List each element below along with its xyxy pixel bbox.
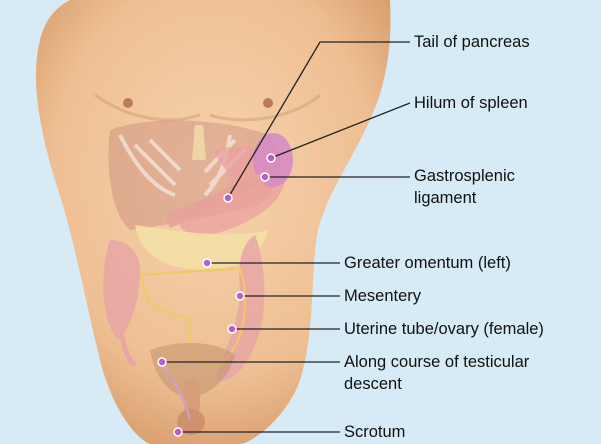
label-tail-of-pancreas: Tail of pancreas	[414, 32, 530, 52]
marker-gastrosplenic	[261, 173, 269, 181]
label-mesentery: Mesentery	[344, 286, 421, 306]
label-scrotum: Scrotum	[344, 422, 405, 442]
marker-mesentery	[236, 292, 244, 300]
right-nipple	[263, 98, 273, 108]
marker-scrotum	[174, 428, 182, 436]
marker-tail-of-pancreas	[224, 194, 232, 202]
marker-uterine-tube	[228, 325, 236, 333]
label-testicular-line1: Along course of testicular	[344, 352, 529, 372]
label-hilum-of-spleen: Hilum of spleen	[414, 93, 528, 113]
marker-hilum-of-spleen	[267, 154, 275, 162]
left-nipple	[123, 98, 133, 108]
marker-testicular	[158, 358, 166, 366]
label-greater-omentum: Greater omentum (left)	[344, 253, 511, 273]
label-gastrosplenic-line1: Gastrosplenic	[414, 166, 515, 186]
label-testicular-line2: descent	[344, 374, 402, 394]
label-gastrosplenic-line2: ligament	[414, 188, 476, 208]
marker-greater-omentum	[203, 259, 211, 267]
label-uterine-tube: Uterine tube/ovary (female)	[344, 319, 544, 339]
